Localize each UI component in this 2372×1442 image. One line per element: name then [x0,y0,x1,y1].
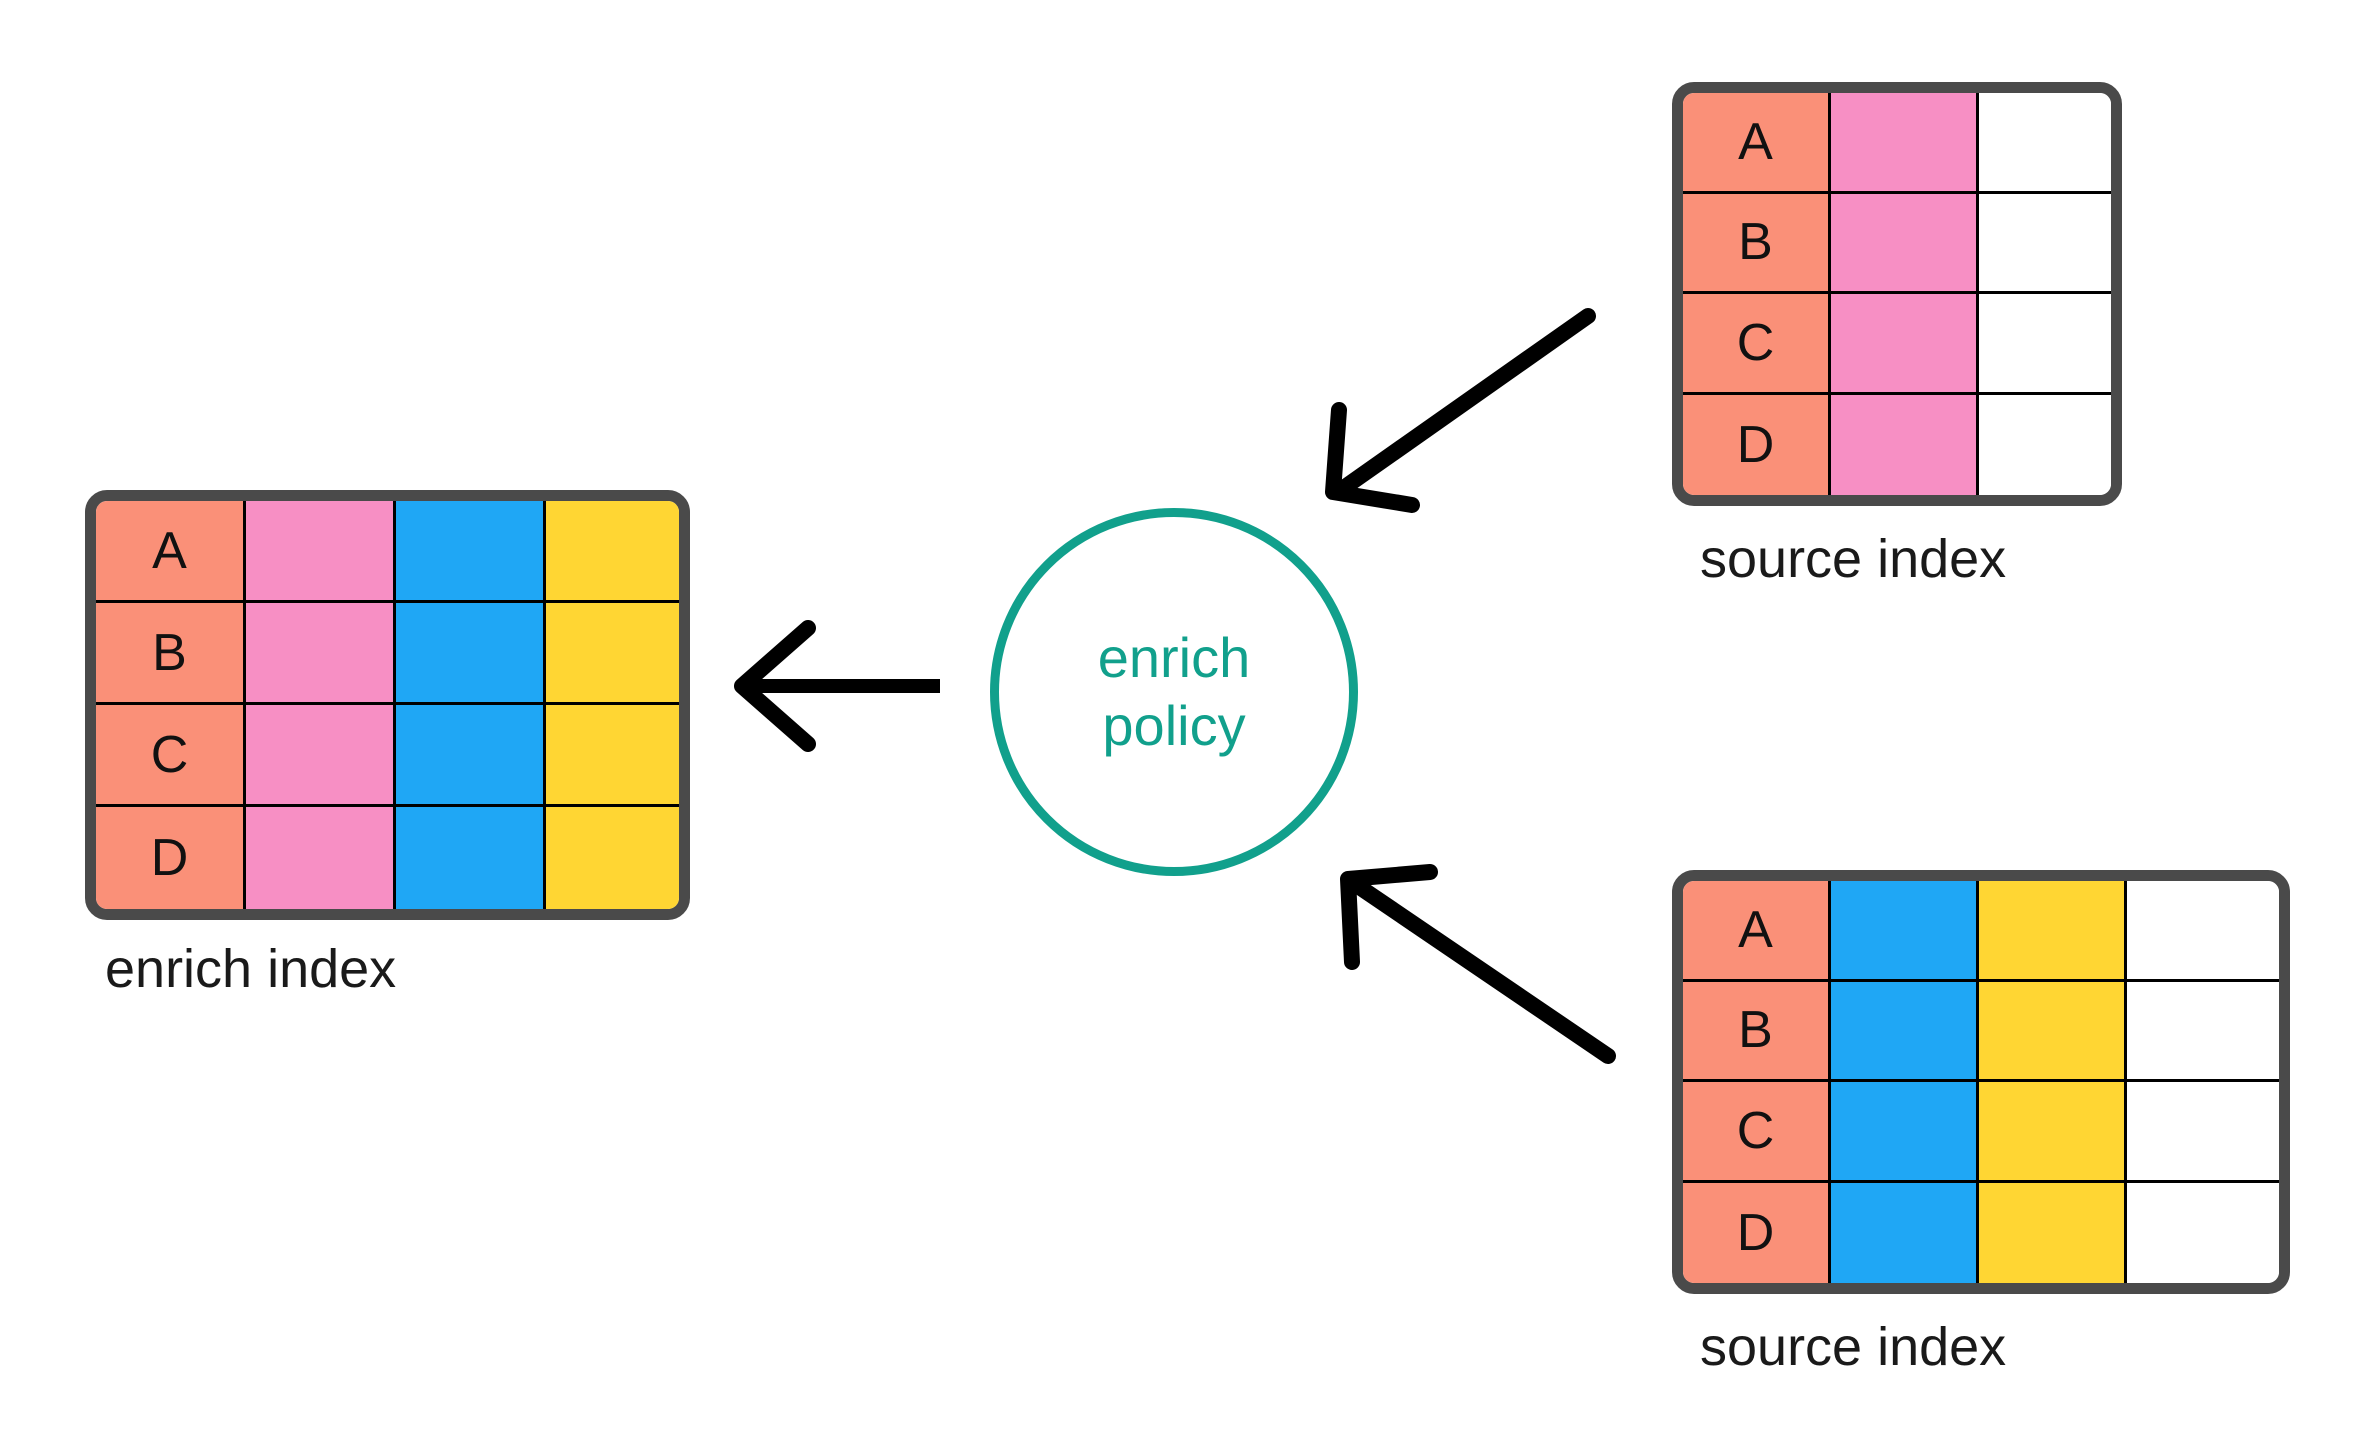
table-row: A [96,501,679,603]
arrow-bottom-source-to-policy [1340,864,1616,1064]
source-bottom-key-cell: B [1683,981,1831,1082]
source-bottom-key-cell: A [1683,881,1831,982]
source-top-pink-cell [1831,93,1979,194]
source-top-pink-cell [1831,294,1979,395]
source-bottom-empty-cell [2127,881,2279,982]
source-bottom-key-cell: D [1683,1182,1831,1283]
source-index-bottom-caption: source index [1700,1317,2007,1377]
table-row: C [1683,294,2111,395]
source-top-pink-cell [1831,394,1979,495]
source-top-pink-cell [1831,193,1979,294]
source-bottom-empty-cell [2127,1082,2279,1183]
table-row: A [1683,881,2279,982]
source-index-bottom-table: A B C D [1672,870,2290,1294]
arrow-policy-to-enrich-index [734,620,940,752]
enrich-key-cell: B [96,603,246,705]
source-bottom-empty-cell [2127,1182,2279,1283]
enrich-index-caption: enrich index [105,939,397,999]
enrich-policy-label-line1: enrich [1097,625,1251,689]
enrich-yellow-cell [546,807,679,909]
source-top-key-cell: A [1683,93,1831,194]
table-row: A [1683,93,2111,194]
enrich-pink-cell [246,603,396,705]
table-row: D [96,807,679,909]
enrich-blue-cell [396,705,546,807]
table-row: D [1683,1182,2279,1283]
enrich-index-table: A B C D [85,490,690,920]
enrich-yellow-cell [546,501,679,603]
source-top-empty-cell [1979,93,2111,194]
table-row: B [96,603,679,705]
source-top-empty-cell [1979,394,2111,495]
enrich-yellow-cell [546,705,679,807]
source-top-key-cell: C [1683,294,1831,395]
enrich-key-cell: C [96,705,246,807]
enrich-blue-cell [396,603,546,705]
source-index-top-caption: source index [1700,529,2007,589]
source-bottom-blue-cell [1831,881,1979,982]
source-bottom-blue-cell [1831,981,1979,1082]
enrich-key-cell: D [96,807,246,909]
enrich-blue-cell [396,807,546,909]
enrich-pink-cell [246,705,396,807]
source-bottom-blue-cell [1831,1082,1979,1183]
enrich-pink-cell [246,501,396,603]
table-row: C [1683,1082,2279,1183]
source-bottom-blue-cell [1831,1182,1979,1283]
enrich-blue-cell [396,501,546,603]
source-bottom-yellow-cell [1979,1082,2127,1183]
source-bottom-yellow-cell [1979,1182,2127,1283]
table-row: D [1683,394,2111,495]
source-bottom-key-cell: C [1683,1082,1831,1183]
source-bottom-yellow-cell [1979,981,2127,1082]
source-top-key-cell: D [1683,394,1831,495]
arrow-top-source-to-policy [1325,308,1596,513]
enrich-policy-label-line2: policy [1102,694,1246,757]
enrich-key-cell: A [96,501,246,603]
table-row: B [1683,981,2279,1082]
table-row: C [96,705,679,807]
enrich-policy-node: enrich policy [990,508,1358,876]
source-top-key-cell: B [1683,193,1831,294]
source-top-empty-cell [1979,193,2111,294]
enrich-pink-cell [246,807,396,909]
table-row: B [1683,193,2111,294]
source-top-empty-cell [1979,294,2111,395]
enrich-yellow-cell [546,603,679,705]
source-bottom-empty-cell [2127,981,2279,1082]
source-bottom-yellow-cell [1979,881,2127,982]
source-index-top-table: A B C D [1672,82,2122,506]
